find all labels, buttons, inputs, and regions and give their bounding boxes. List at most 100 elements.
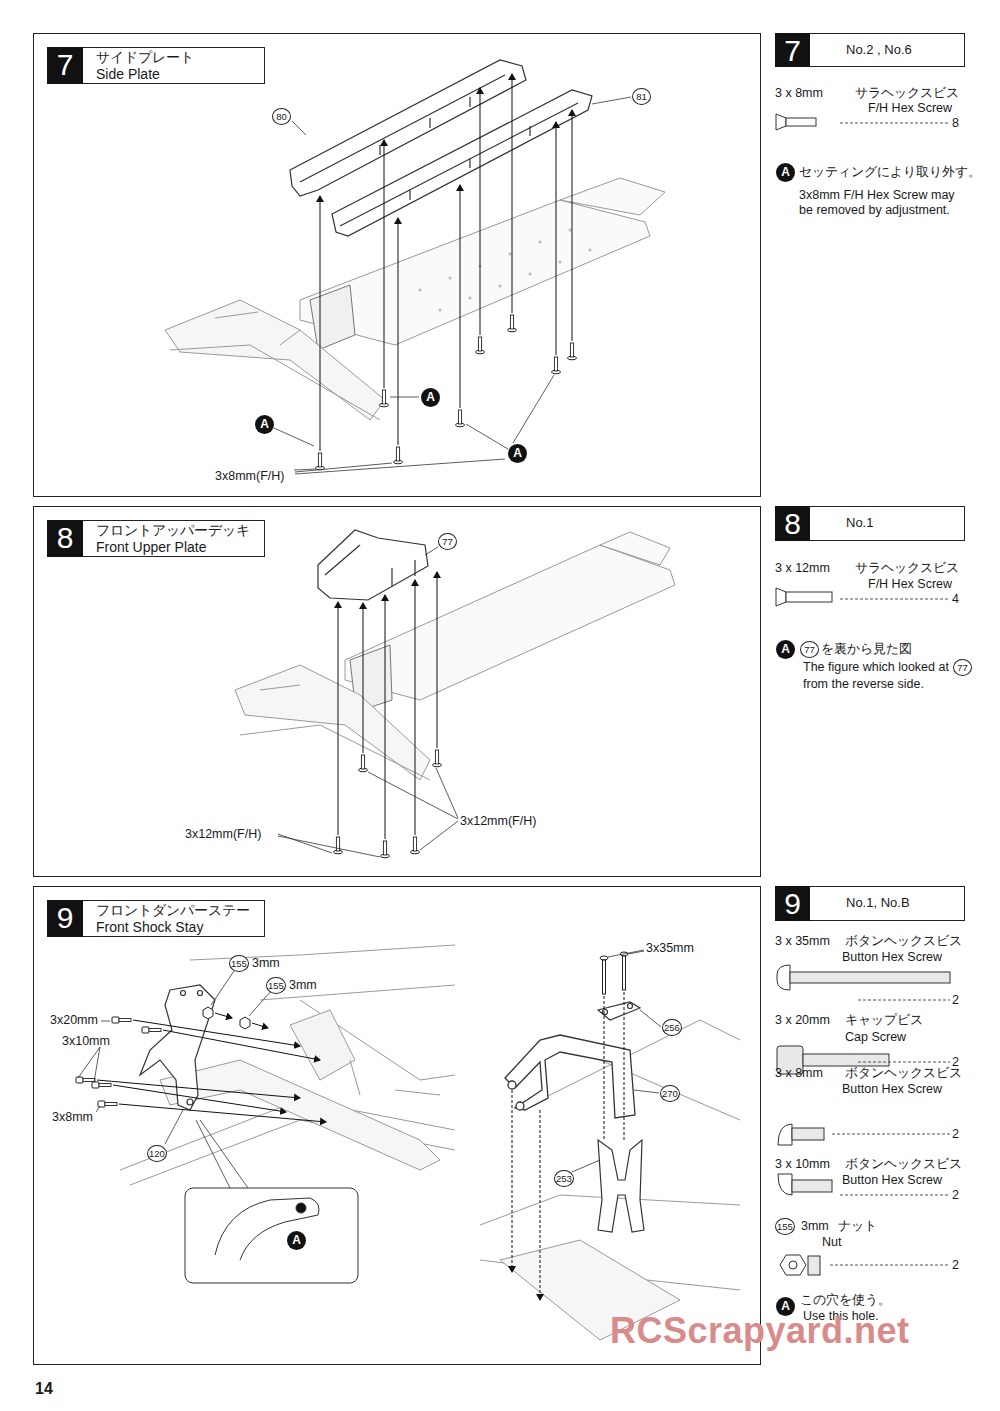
step7-arrows-part: [512, 74, 513, 313]
step-number-box: 9: [775, 886, 810, 921]
part-name-en: F/H Hex Screw: [868, 101, 952, 116]
step7-arrows-part: [320, 196, 321, 451]
step7-figure-part-part: [509, 253, 512, 256]
step-number-box: 8: [775, 506, 810, 541]
callout-number: 81: [632, 88, 651, 105]
heading-text: No.2 , No.6: [846, 34, 964, 66]
step7-arrows-part: [480, 88, 481, 335]
note-text: を裏から見た図: [821, 642, 912, 657]
step-title-box: サイドプレートSide Plate7: [47, 47, 265, 84]
part-name-en: Cap Screw: [845, 1030, 906, 1045]
detail-inset-part: [215, 1198, 319, 1260]
part-name-en: Nut: [822, 1235, 841, 1250]
step8-screws-part: [359, 755, 368, 772]
step-number-box: 9: [47, 900, 83, 937]
dimension-label: 3x12mm(F/H): [460, 814, 536, 829]
step8-screws-part: [411, 837, 420, 854]
part-name-en: F/H Hex Screw: [868, 577, 952, 592]
dimension-label: 3mm: [801, 1219, 829, 1234]
step7-leaders-part: [592, 97, 631, 104]
step9-left-figure: [120, 945, 455, 1185]
side-screw-icons-part: [792, 1128, 824, 1140]
watermark: RCScrapyard.net: [610, 1323, 910, 1338]
shock-stay-120-part: [181, 991, 186, 996]
count-leaders-part: [840, 123, 948, 124]
step-number-box: 7: [47, 47, 83, 84]
step9-right-leaders: [572, 950, 661, 1172]
step7-figure-part-part: [419, 289, 422, 292]
step9-right-screws-part: [603, 960, 606, 994]
step7-leaders-part: [295, 459, 505, 474]
count-leaders-part: [830, 1265, 950, 1266]
step7-figure-part-part: [499, 285, 502, 288]
step9-screws-part: [142, 1027, 161, 1033]
step9-screws-part: [92, 1082, 111, 1088]
part-name-ja: ボタンヘックスビス: [845, 1157, 962, 1172]
heading-text: フロントアッパーデッキ: [96, 522, 264, 539]
part-256-part: [628, 1004, 633, 1009]
step-number: 8: [775, 506, 810, 542]
count-leaders-part: [858, 1062, 950, 1063]
step-number: 8: [47, 520, 83, 556]
side-plates: [290, 60, 592, 236]
step9-leaders: [78, 968, 272, 1188]
step7-arrows-part: [556, 122, 557, 355]
screw-size: 3 x 20mm: [775, 1013, 830, 1028]
step9-screws-part: [240, 1017, 250, 1029]
side-screw-icons-part: [790, 972, 950, 983]
step7-screws-part: [508, 315, 517, 332]
step-number-box: 7: [775, 33, 810, 67]
callout-number: 120: [147, 1145, 167, 1162]
step7-figure-part-part: [449, 277, 452, 280]
step9-left-figure-part: [290, 1010, 355, 1080]
callout-number: 80: [272, 108, 291, 125]
note-text: 3x8mm F/H Hex Screw may be removed by ad…: [799, 188, 964, 218]
side-screw-icons-part: [778, 1124, 792, 1145]
note-text: セッティングにより取り外す。: [799, 165, 981, 180]
quantity: 2: [952, 1258, 959, 1273]
step9-screws-part: [98, 1101, 117, 1107]
side-plates-part: [332, 90, 592, 236]
callout-marker: A: [776, 1297, 795, 1316]
side-screw-icons-part: [789, 1261, 797, 1269]
step7-arrows-part: [572, 110, 573, 341]
side-screw-icons-part: [786, 118, 816, 126]
callout-number: 77: [800, 641, 819, 658]
step8-leaders-part: [436, 768, 458, 818]
step8-arrows: [338, 572, 437, 839]
note-text: from the reverse side.: [803, 677, 924, 692]
note-text: The figure which looked at: [803, 660, 949, 675]
step7-figure-part-part: [559, 261, 562, 264]
callout-marker: A: [421, 388, 440, 407]
step7-screws-part: [394, 447, 403, 464]
parts-header-box: No.18: [775, 506, 965, 541]
step8-arrows-part: [437, 572, 438, 748]
step7-figure-part-part: [569, 229, 572, 232]
quantity: 2: [952, 993, 959, 1008]
count-leaders-part: [858, 1000, 950, 1001]
step7-leaders-part: [466, 424, 508, 449]
heading-text: フロントダンパーステー: [96, 902, 264, 919]
step7-arrows-part: [384, 140, 385, 388]
step7-screws-part: [380, 390, 389, 407]
step7-leaders-part: [292, 121, 306, 135]
screw-size: 3 x 12mm: [775, 561, 830, 576]
callout-marker: A: [776, 163, 795, 182]
step7-figure-part: [170, 312, 380, 420]
part-name-ja: キャップビス: [845, 1013, 923, 1028]
shock-tower-253: [598, 1140, 644, 1232]
step7-figure-part-part: [529, 273, 532, 276]
step7-leaders-part: [294, 469, 316, 470]
parts-header-box: No.2 , No.6 7: [775, 33, 965, 67]
side-screw-icons-part: [786, 592, 832, 602]
step9-leaders-part: [96, 1106, 100, 1112]
side-screw-icons-part: [803, 1054, 889, 1066]
side-screw-icons: [776, 114, 950, 1275]
side-screw-icons-part: [777, 965, 790, 990]
step-number: 9: [47, 900, 83, 936]
step7-screws-part: [476, 337, 485, 354]
step9-leaders-part: [211, 968, 236, 1005]
screw-size: 3 x 10mm: [775, 1157, 830, 1172]
step7-screws-part: [552, 357, 561, 374]
